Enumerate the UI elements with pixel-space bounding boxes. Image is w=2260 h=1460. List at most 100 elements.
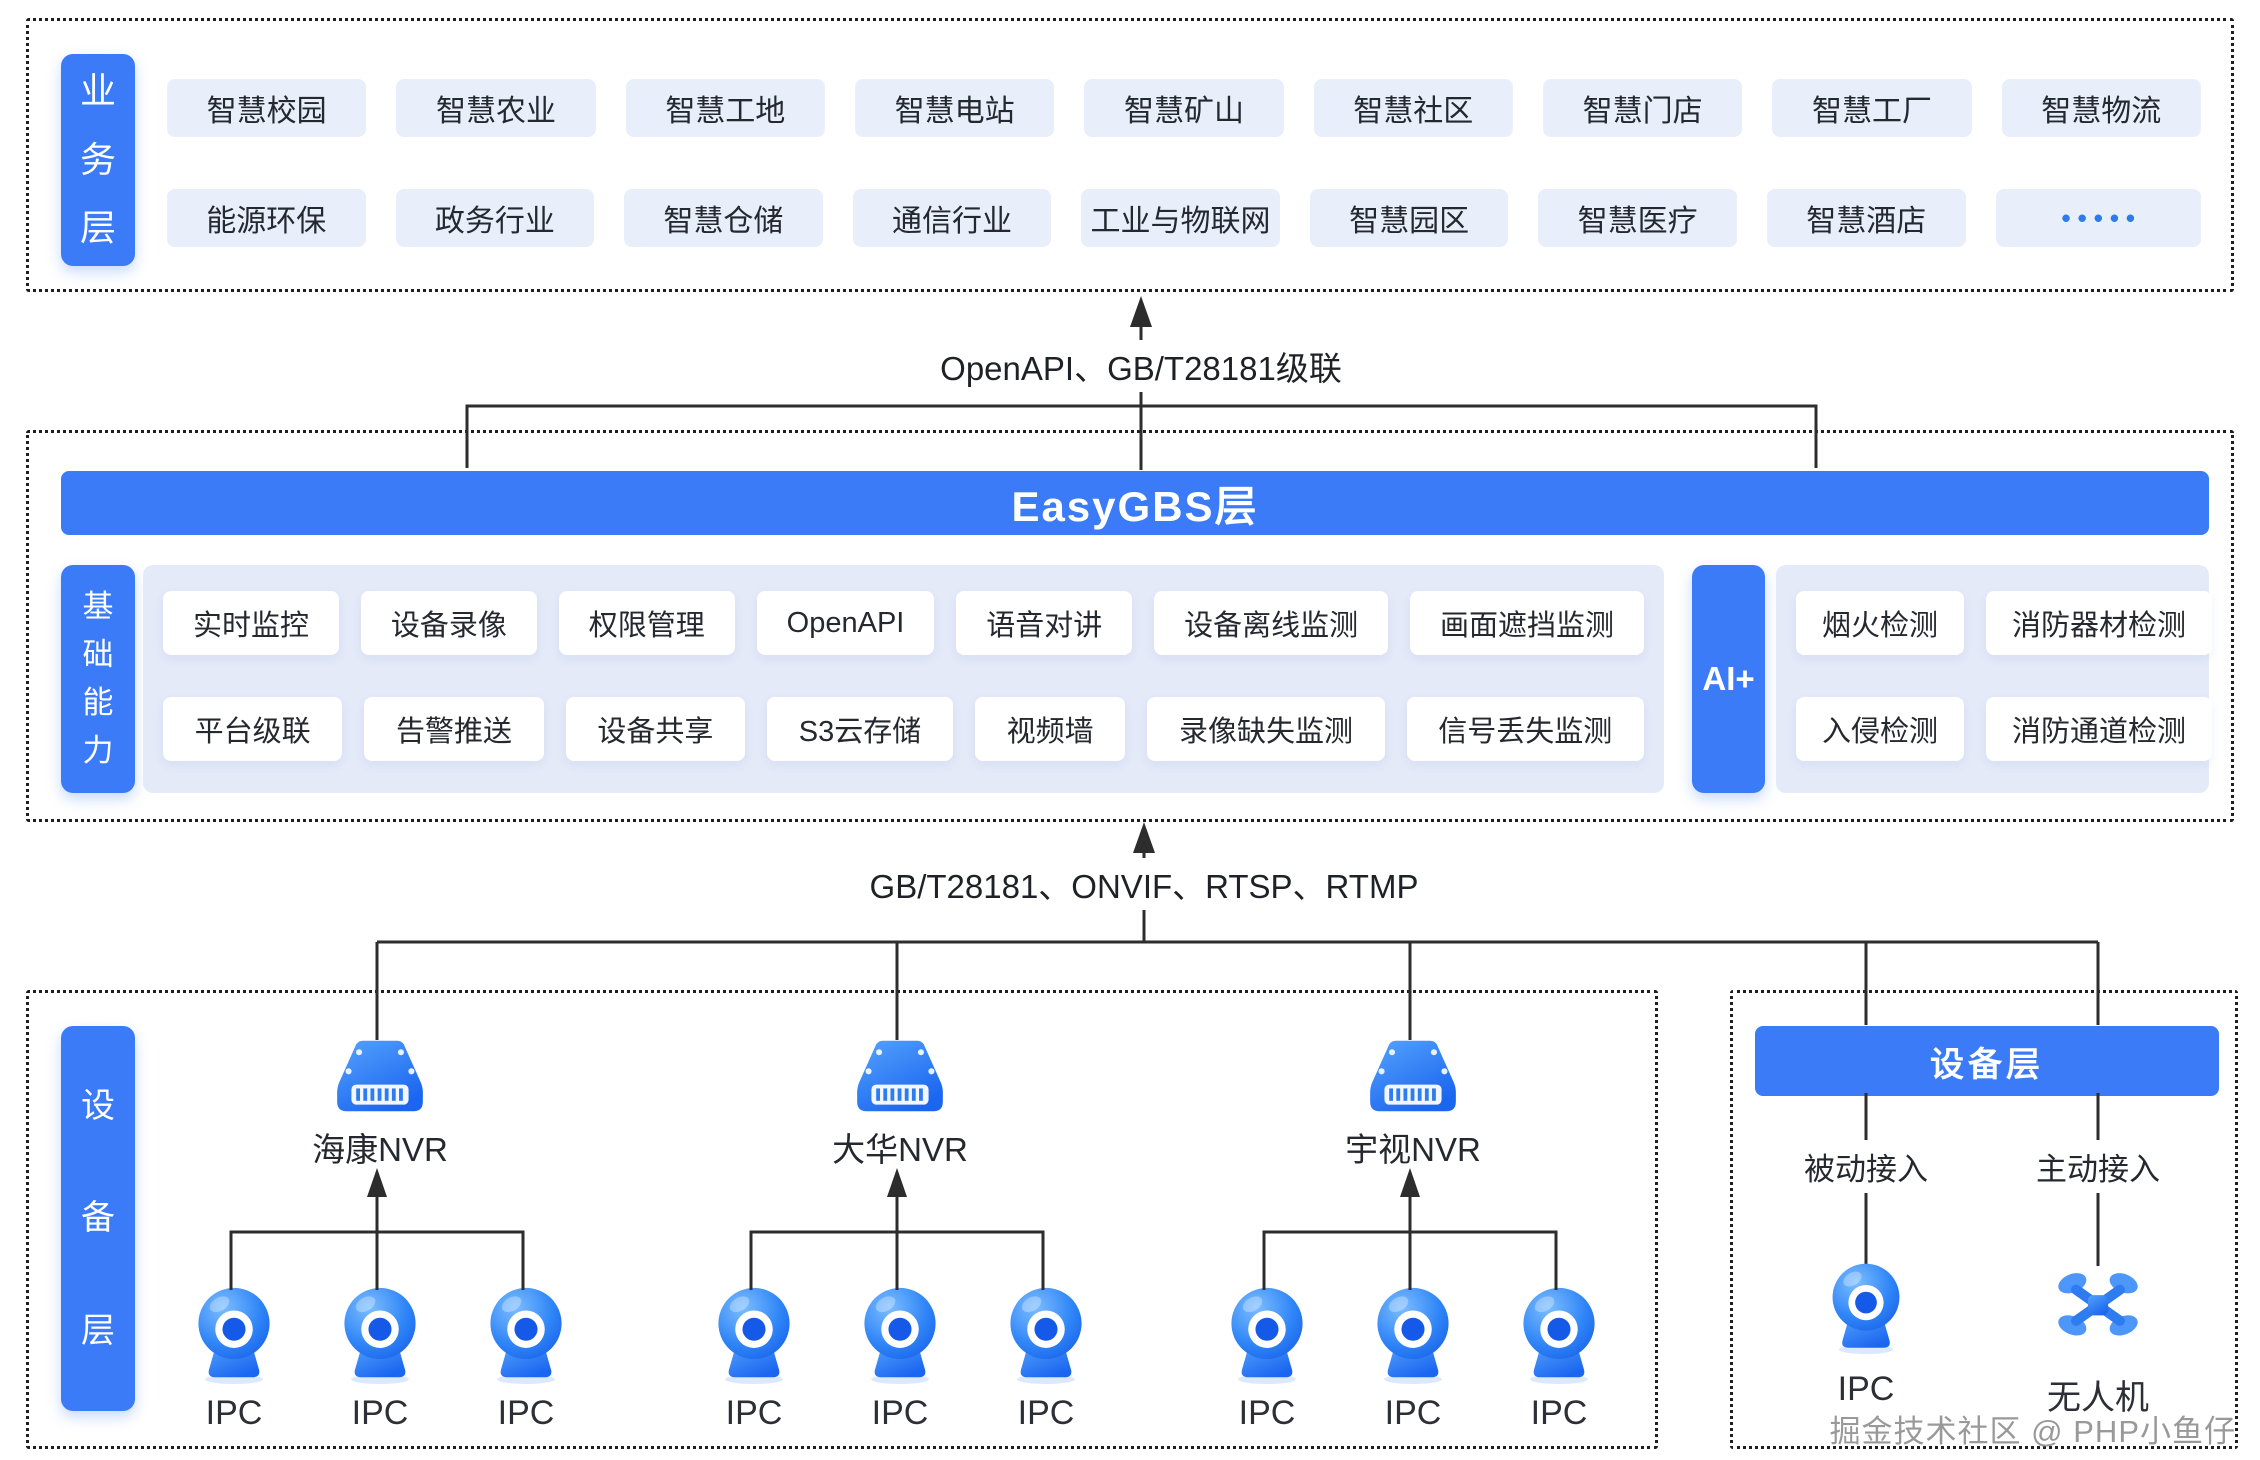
ai-item: 消防通道检测: [1986, 697, 2213, 761]
business-item: 智慧工厂: [1772, 79, 1972, 137]
capability-item: 画面遮挡监测: [1410, 591, 1645, 655]
ipc-device: IPC: [1365, 1285, 1461, 1433]
business-item: 智慧农业: [396, 79, 596, 137]
nvr-name: 宇视NVR: [1345, 1131, 1481, 1168]
business-item: 智慧酒店: [1766, 189, 1966, 247]
business-item: 智慧物流: [2001, 79, 2201, 137]
business-item: 智慧社区: [1313, 79, 1513, 137]
ipc-device: IPC: [332, 1285, 428, 1433]
nvr-icon: [852, 1037, 948, 1117]
ipc-caption: IPC: [205, 1394, 263, 1432]
ipc-camera-icon: [853, 1285, 947, 1385]
ai-item: 烟火检测: [1796, 591, 1965, 655]
ipc-device: IPC: [186, 1285, 282, 1433]
drone-icon: [2054, 1261, 2142, 1355]
ai-panel: 烟火检测 消防器材检测 入侵检测 消防通道检测: [1776, 565, 2213, 793]
business-row-2: 能源环保 政务行业 智慧仓储 通信行业 工业与物联网 智慧园区 智慧医疗 智慧酒…: [167, 189, 2202, 247]
ipc-caption: IPC: [1837, 1370, 1895, 1408]
ipc-device: IPC: [1511, 1285, 1607, 1433]
ipc-caption: IPC: [351, 1394, 409, 1432]
ipc-device: IPC: [998, 1285, 1094, 1433]
capability-row-1: 实时监控 设备录像 权限管理 OpenAPI 语音对讲 设备离线监测 画面遮挡监…: [163, 591, 1645, 655]
passive-access-label: 被动接入: [1794, 1140, 1938, 1193]
capability-item: 录像缺失监测: [1147, 697, 1385, 761]
ipc-caption: IPC: [1238, 1394, 1296, 1432]
business-item: 智慧门店: [1542, 79, 1743, 137]
capability-item: 权限管理: [558, 591, 735, 655]
business-item: 智慧仓储: [624, 189, 823, 247]
business-item: 能源环保: [167, 189, 366, 247]
capability-item: 设备共享: [565, 697, 746, 761]
nvr-name: 大华NVR: [832, 1131, 968, 1168]
capability-row-2: 平台级联 告警推送 设备共享 S3云存储 视频墙 录像缺失监测 信号丢失监测: [163, 697, 1644, 761]
business-item: 政务行业: [395, 189, 595, 247]
nvr-icon: [332, 1037, 428, 1117]
ipc-camera-icon: [1366, 1285, 1460, 1385]
business-grid: 智慧校园 智慧农业 智慧工地 智慧电站 智慧矿山 智慧社区 智慧门店 智慧工厂 …: [167, 79, 2202, 299]
capability-item: S3云存储: [767, 697, 953, 761]
easygbs-bar: EasyGBS层: [61, 471, 2209, 535]
ipc-camera-icon: [479, 1285, 573, 1385]
capability-item: 告警推送: [364, 697, 544, 761]
ipc-camera-icon: [187, 1285, 281, 1385]
ai-row-2: 入侵检测 消防通道检测: [1796, 697, 2213, 761]
ai-plus-label: AI+: [1692, 565, 1765, 793]
capability-item: 实时监控: [163, 591, 339, 655]
business-item: 智慧校园: [167, 79, 367, 137]
capability-item: OpenAPI: [756, 591, 935, 655]
business-layer-section: 业务层 智慧校园 智慧农业 智慧工地 智慧电站 智慧矿山 智慧社区 智慧门店 智…: [26, 18, 2234, 292]
nvr-group-hikvision: 海康NVR IPC IPC IPC: [210, 993, 550, 1446]
active-access-column: 主动接入 无人机: [2008, 1140, 2188, 1419]
capability-panel: 实时监控 设备录像 权限管理 OpenAPI 语音对讲 设备离线监测 画面遮挡监…: [143, 565, 1664, 793]
ipc-caption: IPC: [871, 1394, 929, 1432]
ipc-camera-icon: [1822, 1261, 1910, 1355]
capability-item: 平台级联: [163, 697, 343, 761]
ipc-camera-icon: [333, 1285, 427, 1385]
top-link-label: OpenAPI、GB/T28181级联: [924, 340, 1358, 392]
business-layer-label: 业务层: [61, 54, 135, 266]
business-item: 智慧工地: [625, 79, 825, 137]
ipc-caption: IPC: [1530, 1394, 1588, 1432]
ipc-caption: IPC: [1017, 1394, 1075, 1432]
access-section: 设备层: [1730, 990, 2238, 1449]
device-layer-section: 设备层 海康NVR IPC IPC IPC 大华NVR IPC: [26, 990, 1658, 1449]
capability-item: 视频墙: [974, 697, 1126, 761]
nvr-group-uniview: 宇视NVR IPC IPC IPC: [1243, 993, 1583, 1446]
watermark: 掘金技术社区 @ PHP小鱼仔: [1829, 1414, 2236, 1449]
ipc-caption: IPC: [497, 1394, 555, 1432]
ai-item: 入侵检测: [1796, 697, 1965, 761]
ipc-camera-icon: [1220, 1285, 1314, 1385]
business-item-more-dots: •••••: [1995, 189, 2202, 247]
business-item: 工业与物联网: [1081, 189, 1280, 247]
ipc-device: IPC: [1219, 1285, 1315, 1433]
business-item: 智慧园区: [1309, 189, 1509, 247]
business-item: 通信行业: [852, 189, 1052, 247]
ipc-camera-icon: [707, 1285, 801, 1385]
nvr-name: 海康NVR: [312, 1131, 448, 1168]
ipc-caption: IPC: [725, 1394, 783, 1432]
ipc-device: IPC: [852, 1285, 948, 1433]
nvr-icon: [1365, 1037, 1461, 1117]
drone-caption: 无人机: [2047, 1379, 2149, 1417]
business-item: 智慧矿山: [1084, 79, 1284, 137]
ai-row-1: 烟火检测 消防器材检测: [1796, 591, 2213, 655]
access-header: 设备层: [1755, 1026, 2219, 1096]
ipc-camera-icon: [1512, 1285, 1606, 1385]
ipc-camera-icon: [999, 1285, 1093, 1385]
capability-item: 设备离线监测: [1154, 591, 1389, 655]
business-row-1: 智慧校园 智慧农业 智慧工地 智慧电站 智慧矿山 智慧社区 智慧门店 智慧工厂 …: [167, 79, 2201, 137]
ipc-device: IPC: [706, 1285, 802, 1433]
capability-item: 语音对讲: [956, 591, 1133, 655]
passive-access-column: 被动接入 IPC: [1776, 1140, 1956, 1409]
capability-item: 设备录像: [360, 591, 537, 655]
active-access-label: 主动接入: [2026, 1140, 2170, 1193]
ipc-caption: IPC: [1384, 1394, 1442, 1432]
capability-label: 基础能力: [61, 565, 135, 793]
business-item: 智慧电站: [854, 79, 1055, 137]
capability-item: 信号丢失监测: [1406, 697, 1644, 761]
device-layer-label: 设备层: [61, 1026, 135, 1411]
ipc-device: IPC: [478, 1285, 574, 1433]
nvr-group-dahua: 大华NVR IPC IPC IPC: [730, 993, 1070, 1446]
ai-item: 消防器材检测: [1986, 591, 2213, 655]
